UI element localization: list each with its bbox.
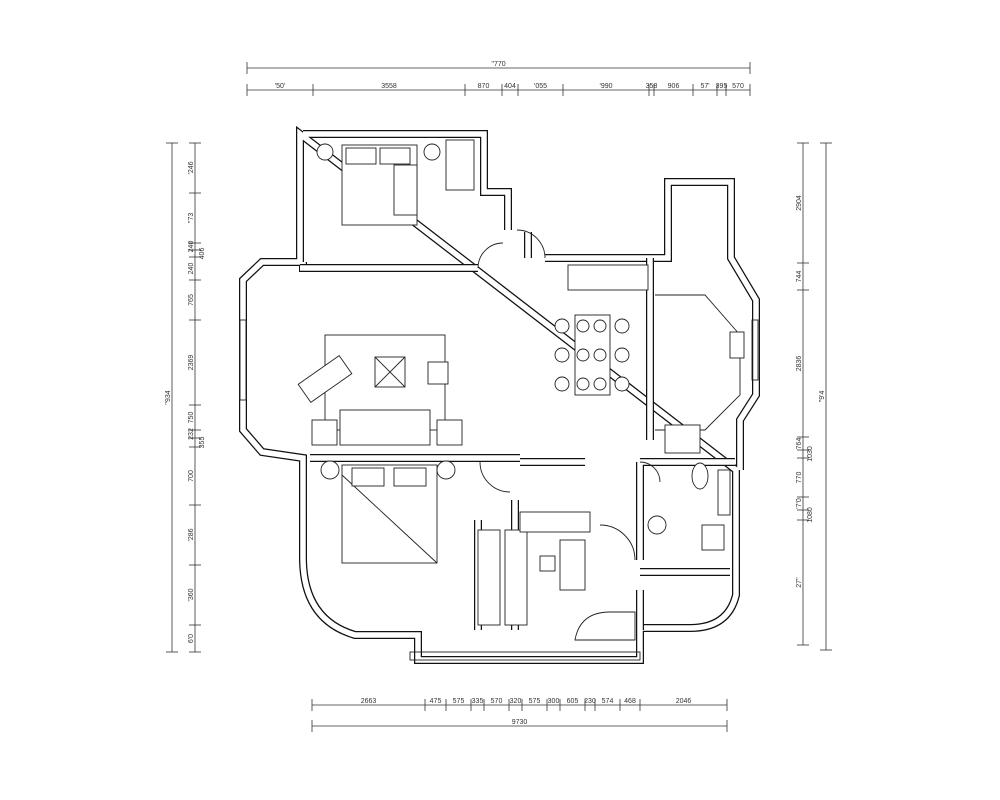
coffee-table-mark: [374, 356, 406, 388]
top-dim-label: '990: [599, 83, 612, 90]
top-dim-label: 570: [732, 83, 744, 90]
side-table: [436, 419, 463, 446]
bottom-dim-label: 574: [602, 698, 614, 705]
left-dim-label: '246: [188, 161, 195, 174]
left-dim-label: 240: [188, 241, 195, 253]
right-dim-label: 2904: [796, 195, 803, 211]
left-dim-label: 765: [188, 294, 195, 306]
top-dim-label: 3558: [381, 83, 397, 90]
lamp-icon: [423, 143, 441, 161]
lamp-icon: [316, 143, 334, 161]
right-dim-label: 27'': [796, 577, 803, 587]
bathtub: [574, 611, 636, 641]
window-left: [239, 319, 247, 401]
side-table: [311, 419, 338, 446]
lounge-chair: [297, 355, 353, 403]
right-dim-label: '7'0: [796, 498, 803, 509]
window-bottom: [409, 651, 641, 661]
washing-machine: [701, 524, 725, 551]
bottom-dim-label: 575: [529, 698, 541, 705]
left-dim-label: 355: [199, 437, 206, 449]
stove: [664, 424, 701, 454]
wardrobe: [445, 139, 475, 191]
kitchen-counter-l: [655, 294, 741, 431]
pillow: [393, 467, 427, 487]
left-dim-label: 232: [188, 428, 195, 440]
bottom-dim-label: 320: [510, 698, 522, 705]
bottom-dim-label: 2663: [361, 698, 377, 705]
right-dim-label: 2836: [796, 356, 803, 372]
left-dim-label: 2369: [188, 355, 195, 371]
top-dim-label: '055: [534, 83, 547, 90]
right-dim-label: 744: [796, 271, 803, 283]
dining-chairs: [554, 318, 630, 392]
top-dim-label: 870: [478, 83, 490, 90]
desk: [559, 539, 586, 591]
bottom-dim-label: 605: [567, 698, 579, 705]
left-dim-label: 406: [199, 248, 206, 260]
sofa: [339, 409, 431, 446]
right-dim-label: 764: [796, 438, 803, 450]
top-dim-label: 395: [716, 83, 728, 90]
lamp-icon: [436, 460, 456, 480]
bottom-dim-label: 335: [472, 698, 484, 705]
tv-stand: [427, 361, 449, 385]
bath-shelf: [717, 469, 731, 516]
bottom-dim-label: 300: [548, 698, 560, 705]
left-total-label: ''934: [165, 390, 172, 404]
lamp-icon: [320, 460, 340, 480]
dimension-lines: ''770 '50' 3558 870 404 '055 '990 358 906 57' 395 5…: [165, 61, 832, 732]
bed-fold: [341, 474, 438, 564]
bed-blanket: [393, 164, 418, 216]
top-total-label: ''770: [491, 61, 505, 68]
wardrobe: [504, 529, 528, 626]
right-total-label: ''9'4: [819, 390, 826, 402]
bottom-dim-label: 570: [491, 698, 503, 705]
right-dim-label: 770: [796, 472, 803, 484]
window-right: [751, 319, 759, 381]
left-dim-label: '360: [188, 588, 195, 601]
sink-icon: [729, 331, 745, 359]
pillow: [379, 147, 411, 165]
toilet-icon: [691, 462, 709, 490]
left-dim-label: '286: [188, 528, 195, 541]
top-dim-label: '50': [275, 83, 285, 90]
top-dim-label: 57': [700, 83, 709, 90]
bottom-total-label: 9730: [512, 719, 528, 726]
bottom-dim-label: 468: [624, 698, 636, 705]
washbasin-icon: [647, 515, 667, 535]
right-dim-label: 1080: [807, 507, 814, 523]
left-dim-label: 240: [188, 263, 195, 275]
top-dim-label: 358: [646, 83, 658, 90]
kitchen-counter: [567, 264, 649, 291]
bottom-dim-label: 230: [584, 698, 596, 705]
chair: [539, 555, 556, 572]
furniture: [297, 139, 745, 641]
pillow: [345, 147, 377, 165]
left-dim-label: 700: [188, 470, 195, 482]
left-dim-label: 6'0: [188, 634, 195, 643]
left-dim-label: ''73: [188, 213, 195, 224]
top-dim-label: 906: [668, 83, 680, 90]
bottom-dim-label: 575: [453, 698, 465, 705]
door-swing: [477, 229, 661, 561]
right-dim-label: 1030: [807, 446, 814, 462]
wardrobe: [477, 529, 501, 626]
bottom-dim-label: 2046: [676, 698, 692, 705]
wall-outline-inner: [240, 128, 759, 663]
bottom-dim-label: 475: [430, 698, 442, 705]
shelf: [519, 511, 591, 533]
pillow: [351, 467, 385, 487]
top-dim-label: 404: [504, 83, 516, 90]
left-dim-label: 750: [188, 412, 195, 424]
